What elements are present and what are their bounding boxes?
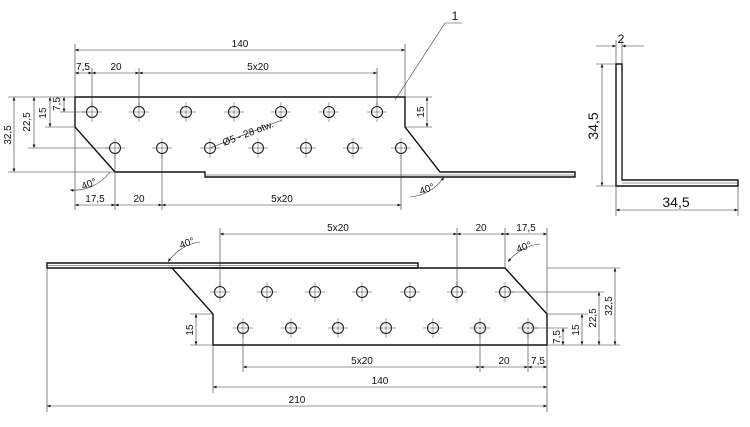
bottom-dims-left: 15 bbox=[185, 313, 213, 346]
top-view: 140 7,5 20 5x20 32,5 22,5 15 7,5 bbox=[3, 9, 576, 210]
top-dim-15-right: 15 bbox=[416, 106, 427, 118]
top-dim-start: 7,5 bbox=[76, 62, 90, 73]
bottom-dim-15-right: 15 bbox=[571, 324, 582, 336]
top-dims-right: 15 bbox=[405, 96, 432, 128]
bottom-hole-centerlines bbox=[210, 282, 538, 338]
top-dim-5x20-bottom: 5x20 bbox=[271, 194, 293, 205]
bottom-dim-22-5: 22,5 bbox=[588, 308, 599, 328]
l-profile bbox=[615, 63, 739, 187]
top-angle-right: 40° bbox=[418, 182, 436, 198]
top-plate-outline bbox=[74, 96, 576, 178]
bottom-angles: 40° 40° bbox=[167, 236, 541, 263]
bottom-dim-20-top: 20 bbox=[475, 223, 487, 234]
side-dim-height: 34,5 bbox=[585, 112, 601, 139]
bottom-dim-5x20-top: 5x20 bbox=[327, 223, 349, 234]
top-dims-below: 17,5 20 5x20 bbox=[74, 127, 402, 210]
bottom-dim-20-bottom: 20 bbox=[498, 356, 510, 367]
top-angles: 40° 40° bbox=[69, 171, 445, 198]
top-dim-20-bottom: 20 bbox=[133, 194, 145, 205]
bottom-dim-140: 140 bbox=[372, 376, 389, 387]
bottom-dims-right: 7,5 15 22,5 32,5 bbox=[511, 267, 620, 346]
top-dims-left: 32,5 22,5 15 7,5 bbox=[3, 97, 115, 173]
top-dims-above: 140 7,5 20 5x20 bbox=[74, 39, 406, 107]
top-dim-22-5: 22,5 bbox=[22, 112, 33, 132]
bottom-dims-above: 5x20 20 17,5 bbox=[219, 223, 548, 314]
top-dim-span: 5x20 bbox=[247, 62, 269, 73]
bottom-dim-7-5-right: 7,5 bbox=[552, 330, 563, 344]
bottom-dim-15-left: 15 bbox=[185, 324, 196, 336]
top-dim-32-5: 32,5 bbox=[3, 125, 14, 145]
bottom-dims-below: 5x20 20 7,5 140 210 bbox=[46, 268, 548, 412]
top-dim-pitch: 20 bbox=[110, 62, 122, 73]
side-dim-thickness: 2 bbox=[618, 32, 625, 46]
side-dim-width: 34,5 bbox=[662, 194, 689, 210]
bottom-dim-5x20-bottom: 5x20 bbox=[351, 356, 373, 367]
callout-number: 1 bbox=[452, 9, 459, 23]
bottom-view: 40° 40° 5x20 20 17,5 15 bbox=[46, 223, 620, 412]
bottom-plate-outline bbox=[170, 267, 548, 346]
bottom-dim-210: 210 bbox=[289, 395, 306, 406]
top-dim-17-5: 17,5 bbox=[85, 194, 105, 205]
bottom-dim-7-5-bottom: 7,5 bbox=[531, 356, 545, 367]
top-dim-7-5-left: 7,5 bbox=[52, 97, 63, 111]
hole-note-text: Ø5 - 28 otw. bbox=[221, 119, 275, 149]
bottom-angle-left: 40° bbox=[178, 236, 196, 252]
bottom-dim-32-5: 32,5 bbox=[604, 296, 615, 316]
bottom-angle-right: 40° bbox=[515, 240, 533, 256]
callout-1: 1 bbox=[394, 9, 462, 101]
top-dim-15-left: 15 bbox=[38, 107, 49, 119]
side-view: 2 34,5 34,5 bbox=[585, 32, 739, 216]
hole-note: Ø5 - 28 otw. bbox=[209, 119, 283, 149]
top-angle-left: 40° bbox=[80, 177, 98, 193]
top-dim-overall: 140 bbox=[232, 39, 249, 50]
bottom-dim-17-5: 17,5 bbox=[516, 223, 536, 234]
